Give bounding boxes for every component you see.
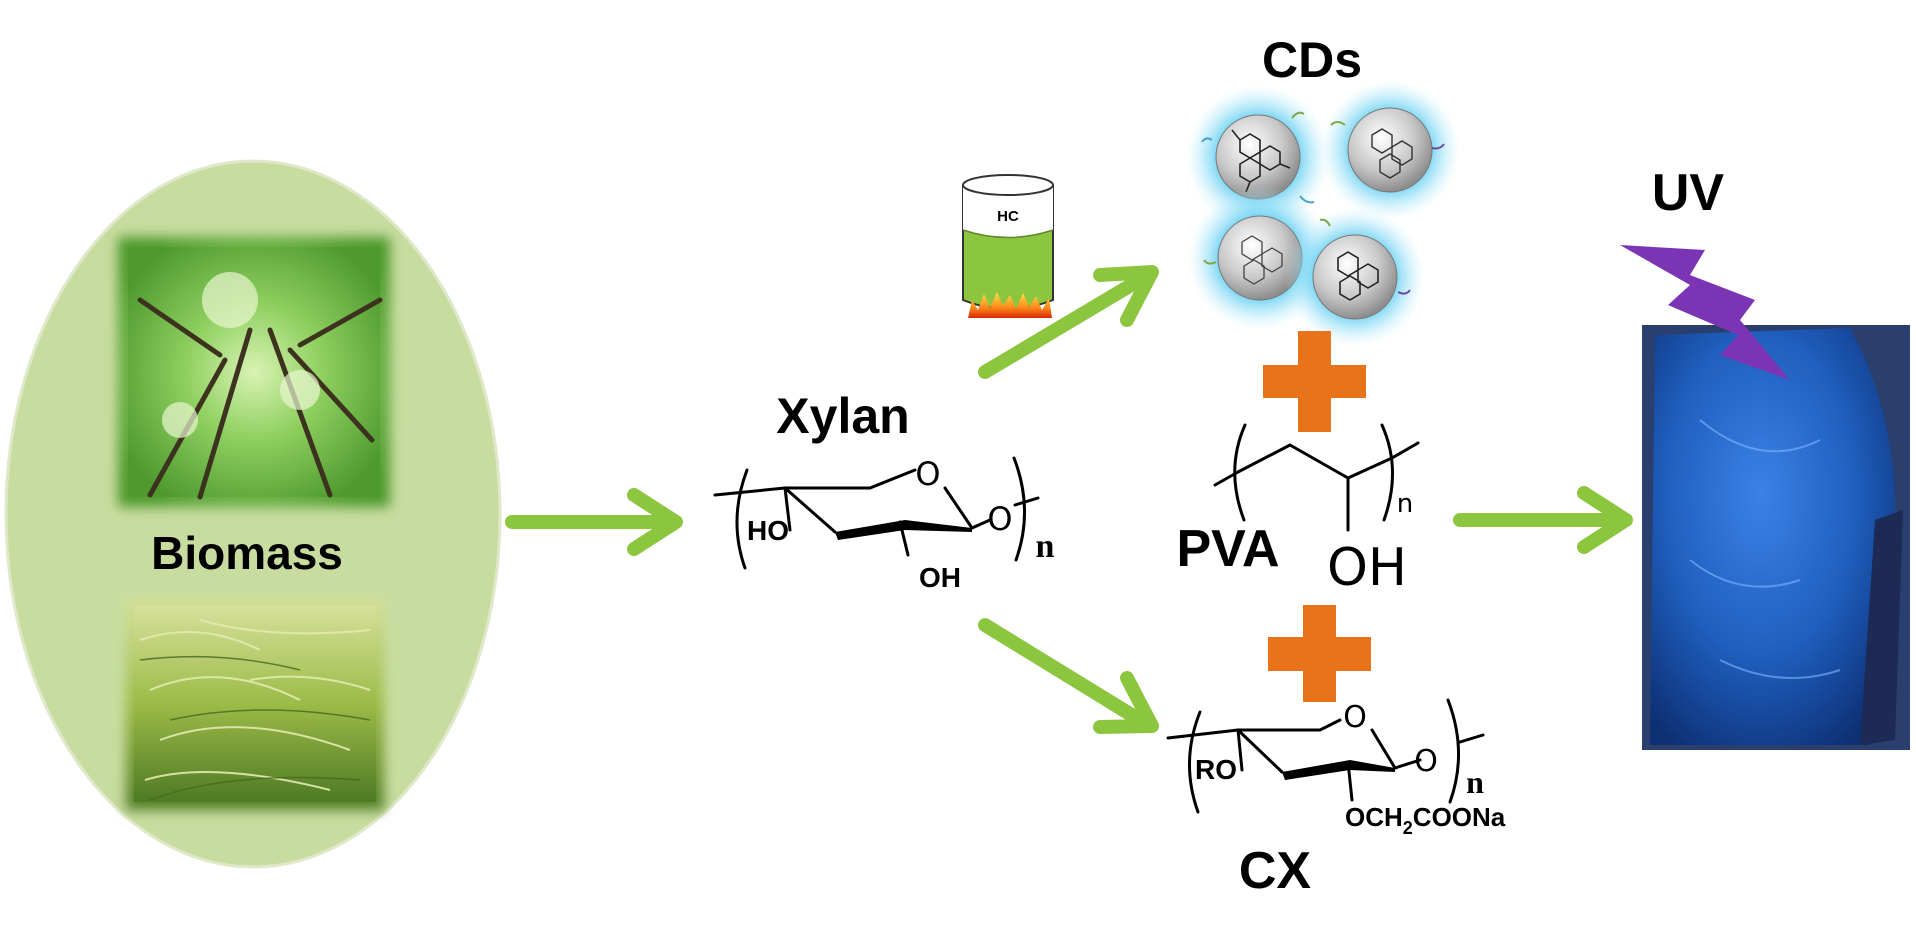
- cx-substituent: OCH2COONa: [1345, 802, 1506, 838]
- cd-particle-4: [1285, 207, 1425, 347]
- xylan-ho: HO: [747, 515, 789, 546]
- biomass-label: Biomass: [151, 527, 343, 579]
- cd-particle-2: [1320, 80, 1460, 220]
- cds-label: CDs: [1262, 32, 1362, 88]
- cx-label: CX: [1239, 842, 1312, 900]
- forest-canopy-image: [118, 237, 390, 507]
- fluorescent-film-photo: [1642, 325, 1910, 750]
- hc-label: HC: [997, 208, 1019, 225]
- xylan-ring-o: O: [915, 455, 940, 493]
- fire-icon: [968, 292, 1052, 318]
- xylan-n: n: [1036, 528, 1055, 565]
- xylan-structure: Xylan O O HO OH n: [713, 388, 1055, 593]
- arrow-xylan-to-cds: [978, 265, 1159, 379]
- arrows: [505, 265, 1633, 734]
- cx-ring-o: O: [1343, 700, 1367, 735]
- cx-n: n: [1466, 764, 1484, 800]
- arrow-mixture-to-film: [1453, 486, 1633, 554]
- uv-lightning-icon: [1620, 245, 1790, 380]
- pva-structure: n OH PVA: [1176, 423, 1420, 598]
- pva-n: n: [1397, 489, 1413, 519]
- uv-label: UV: [1652, 164, 1725, 222]
- cx-ro: RO: [1195, 754, 1237, 785]
- cd-particle-1: [1186, 85, 1330, 229]
- biomass-panel: Biomass: [4, 159, 502, 869]
- pva-label: PVA: [1176, 520, 1279, 578]
- xylan-oh: OH: [919, 562, 961, 593]
- wheat-field-image: [126, 598, 384, 810]
- pva-oh: OH: [1327, 538, 1407, 598]
- arrow-biomass-to-xylan: [505, 488, 683, 556]
- carbon-dots-cluster: CDs: [1186, 32, 1460, 347]
- cx-glyco-o: O: [1414, 744, 1438, 779]
- cx-structure: O O RO OCH2COONa n CX: [1166, 698, 1506, 900]
- hydrothermal-beaker: HC: [962, 174, 1054, 318]
- xylan-label: Xylan: [776, 388, 909, 444]
- plus-icon-lower: [1268, 605, 1371, 702]
- plus-icon-upper: [1263, 331, 1366, 432]
- arrow-xylan-to-cx: [978, 618, 1159, 734]
- surface-ligands: [1201, 111, 1445, 295]
- xylan-glyco-o: O: [987, 500, 1012, 538]
